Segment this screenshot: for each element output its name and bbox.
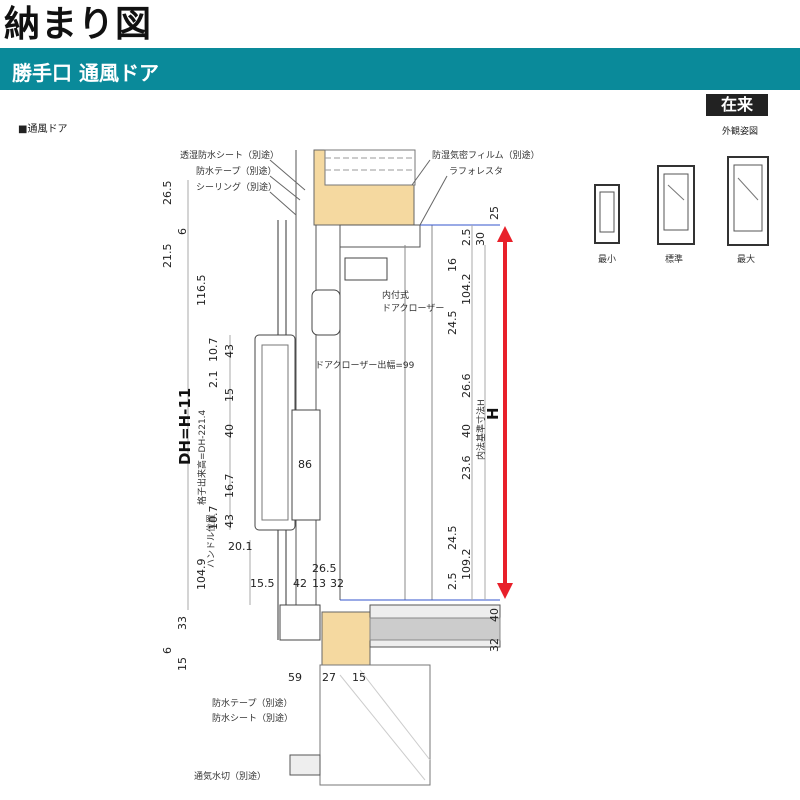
install-type-badge: 在来 — [706, 94, 768, 116]
head-board — [339, 224, 421, 248]
dim-inner: 10.7 — [207, 338, 220, 363]
closer-label-2: ドアクローザー — [382, 303, 444, 314]
dim-bottom: 13 — [312, 577, 326, 590]
dim-left: 104.9 — [195, 559, 208, 591]
callout-bottom-sheet: 防水シート（別途） — [212, 712, 293, 724]
dim-bottom: 42 — [293, 577, 307, 590]
dim-right: 104.2 — [460, 274, 473, 306]
dim-inner: 43 — [223, 514, 236, 528]
door-lattice — [254, 334, 296, 531]
dim-left: 6 — [176, 228, 189, 235]
dim-left: 116.5 — [195, 275, 208, 307]
title-band: 勝手口 通風ドア — [0, 48, 800, 90]
dim-right: 2.5 — [446, 573, 459, 591]
dim-inner: 43 — [223, 344, 236, 358]
dim-bottom: 15 — [352, 671, 366, 684]
appearance-label: 外観姿図 — [722, 127, 759, 137]
closer-protrusion-label: ドアクローザー出幅=99 — [315, 359, 415, 371]
dim-bottom: 32 — [330, 577, 344, 590]
lattice-height-label: 格子出来高=DH-221.4 — [196, 409, 208, 505]
dim-right: 16 — [446, 258, 459, 272]
dim-left: 26.5 — [161, 181, 174, 206]
dim-right: 109.2 — [460, 549, 473, 581]
section-label: ■通風ドア — [18, 124, 68, 135]
dim-right: 40 — [488, 608, 501, 622]
dim-inner: 15 — [223, 388, 236, 402]
door-closer — [344, 257, 388, 281]
callout-waterproof-tape: 防水テープ（別途） — [196, 165, 276, 177]
thumbnail-label: 標準 — [665, 253, 683, 265]
thumbnail-label: 最小 — [598, 254, 616, 265]
closer-label-1: 内付式 — [382, 289, 409, 301]
thumbnail-min: 最小 — [594, 184, 620, 265]
dim-right: 24.5 — [446, 311, 459, 336]
foundation — [319, 664, 431, 786]
page-title: 納まり図 — [4, 4, 153, 45]
dim-right: 2.5 — [460, 229, 473, 247]
callout-laforesta: ラフォレスタ — [449, 166, 503, 177]
dim-right: 40 — [460, 424, 473, 438]
dim-inner: 16.7 — [223, 474, 236, 499]
dim-bottom: 27 — [322, 671, 336, 684]
inner-size-label: 内法基準寸法H — [475, 399, 487, 460]
dim-left: 33 — [176, 616, 189, 630]
dim-inner: 20.1 — [228, 540, 253, 553]
dim-right: 26.6 — [460, 374, 473, 399]
dim-right: 23.6 — [460, 456, 473, 481]
dim-right: 25 — [488, 206, 501, 220]
dim-right: 24.5 — [446, 526, 459, 551]
dim-inner: 40 — [223, 424, 236, 438]
thumbnail-label: 最大 — [737, 253, 755, 265]
dim-left: 6 — [161, 647, 174, 654]
dim-bottom: 15.5 — [250, 577, 275, 590]
handle-position-label: ハンドル位置 — [205, 514, 217, 568]
callout-bottom-tape: 防水テープ（別途） — [212, 697, 292, 709]
dim-right: 32 — [488, 638, 501, 652]
dim-bottom: 26.5 — [312, 562, 337, 575]
dh-label: DH=H-11 — [176, 388, 194, 465]
h-label: H — [484, 407, 502, 420]
dim-left: 21.5 — [161, 244, 174, 269]
dim-left: 15 — [176, 657, 189, 671]
callout-sealing: シーリング（別途） — [196, 181, 277, 193]
dim-inner: 2.1 — [207, 371, 220, 389]
dim-center: 86 — [298, 458, 312, 471]
thumbnail-max: 最大 — [727, 156, 769, 265]
dim-inner: 10.7 — [207, 506, 220, 531]
thumbnail-standard: 標準 — [657, 165, 695, 265]
callout-breathable-sheet: 透湿防水シート（別途） — [180, 149, 279, 161]
dim-right: 30 — [474, 232, 487, 246]
dim-bottom: 59 — [288, 671, 302, 684]
product-subtitle: 勝手口 通風ドア — [12, 61, 159, 85]
head-insulation — [324, 149, 416, 186]
callout-vapor-film: 防湿気密フィルム（別途） — [432, 149, 540, 161]
callout-drain: 通気水切（別途） — [194, 770, 266, 782]
